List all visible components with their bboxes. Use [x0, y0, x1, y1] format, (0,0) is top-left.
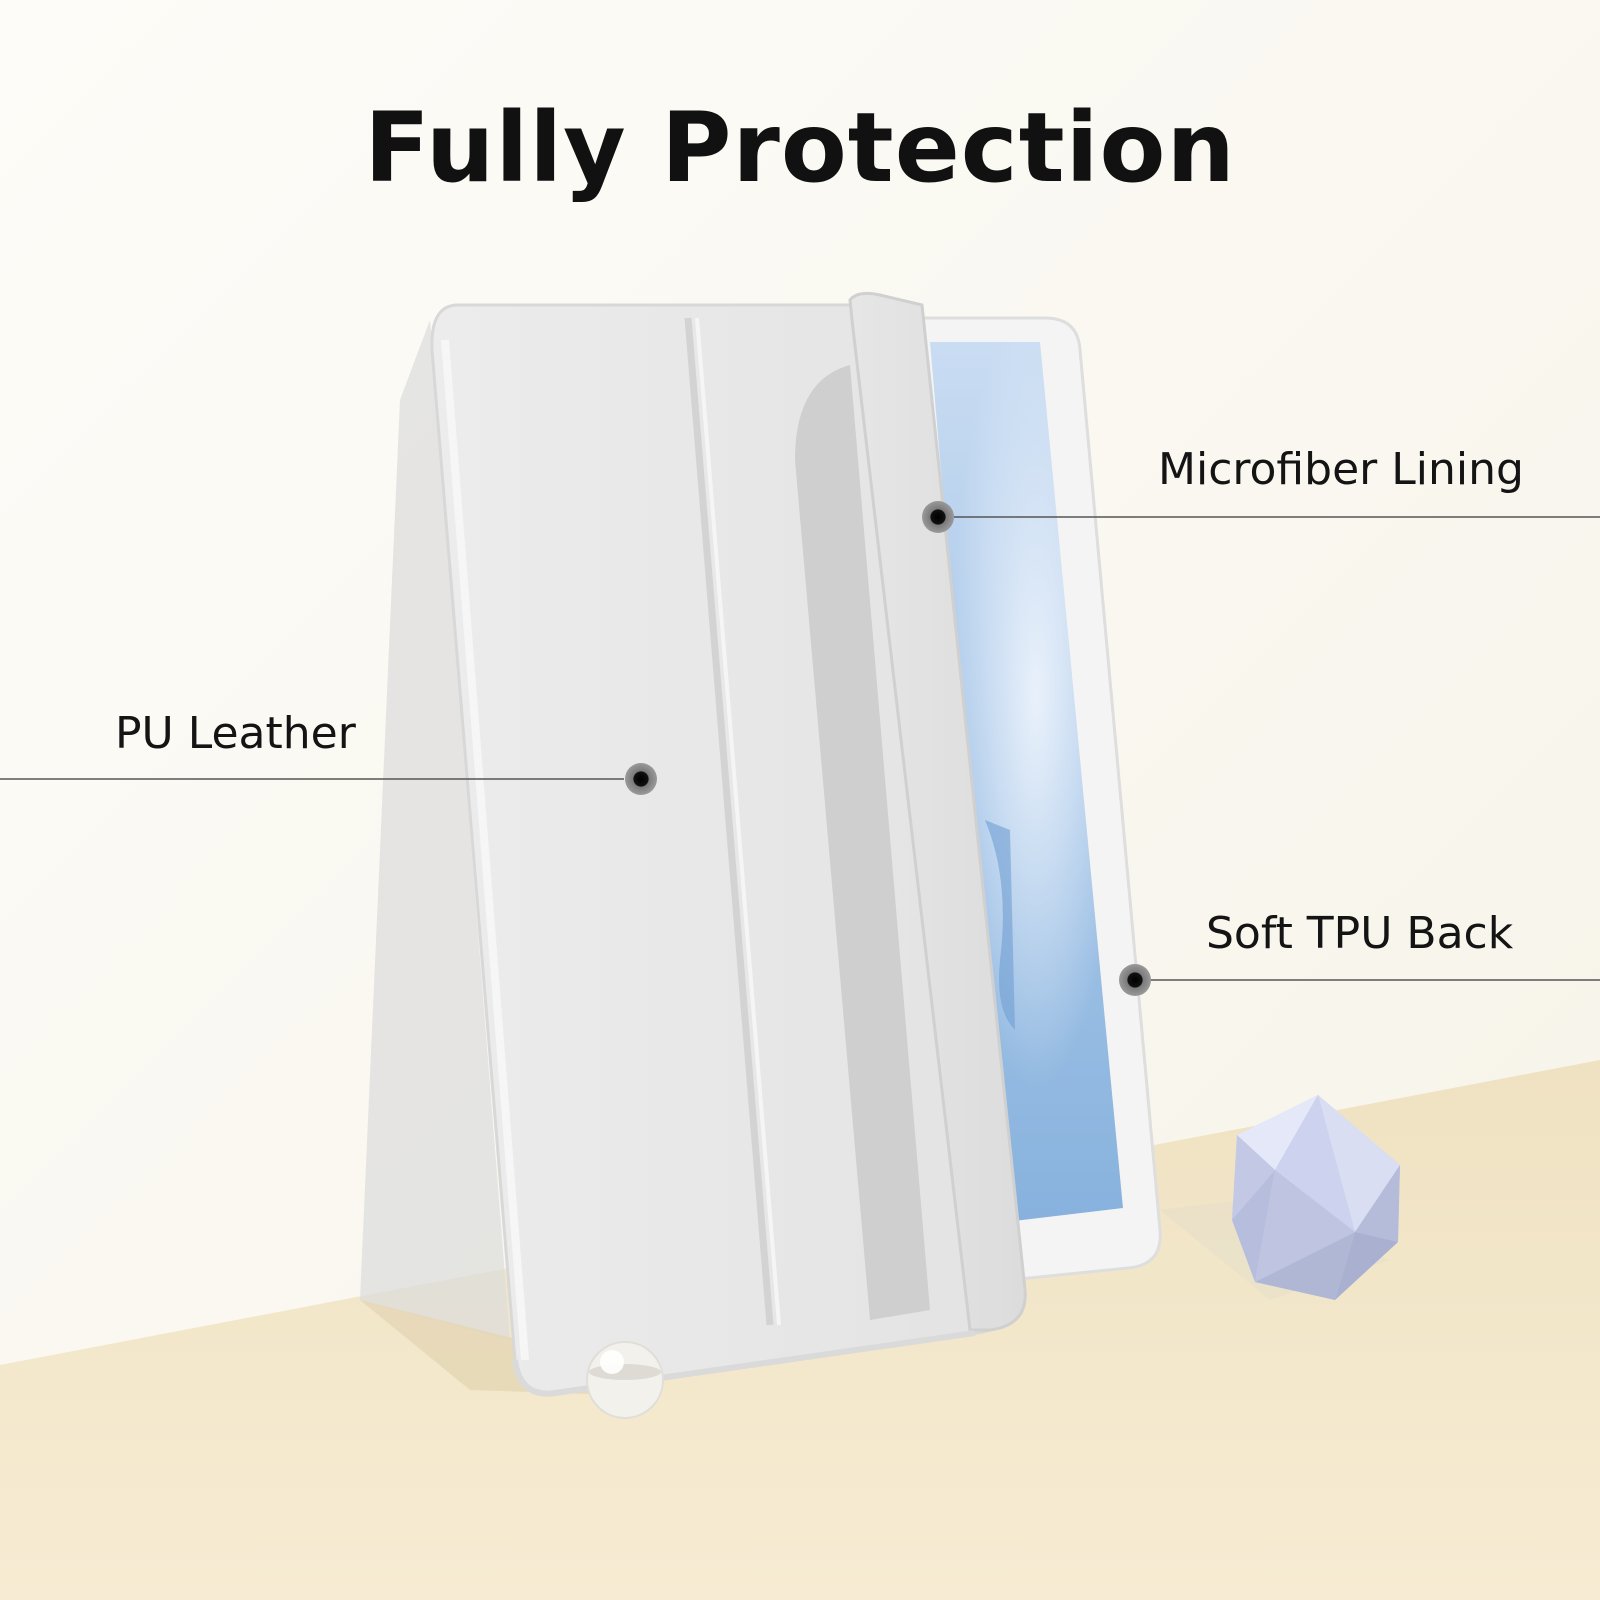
pu-leather-label: PU Leather: [115, 708, 356, 759]
cover-edge: [441, 339, 529, 1361]
case-shadow: [360, 320, 510, 1340]
fold-groove-1-hl: [695, 317, 781, 1326]
microfiber-callout-dot: [922, 501, 954, 533]
screen-glow: [930, 342, 1123, 1222]
screen-wave: [985, 820, 1015, 1030]
tpu-back-callout-dot: [1119, 964, 1151, 996]
flap-shadow: [795, 365, 930, 1320]
glass-marble: [586, 1341, 664, 1419]
soft-tpu-back-label: Soft TPU Back: [1206, 908, 1514, 959]
cover-bottom-edge: [512, 1330, 976, 1397]
lifted-flap: [848, 291, 1027, 1332]
headline: Fully Protection: [364, 92, 1236, 204]
pu-leather-callout-dot: [625, 763, 657, 795]
fold-groove-1: [684, 317, 774, 1326]
lavender-gem: [1160, 1095, 1400, 1300]
microfiber-lining-label: Microfiber Lining: [1158, 444, 1524, 495]
